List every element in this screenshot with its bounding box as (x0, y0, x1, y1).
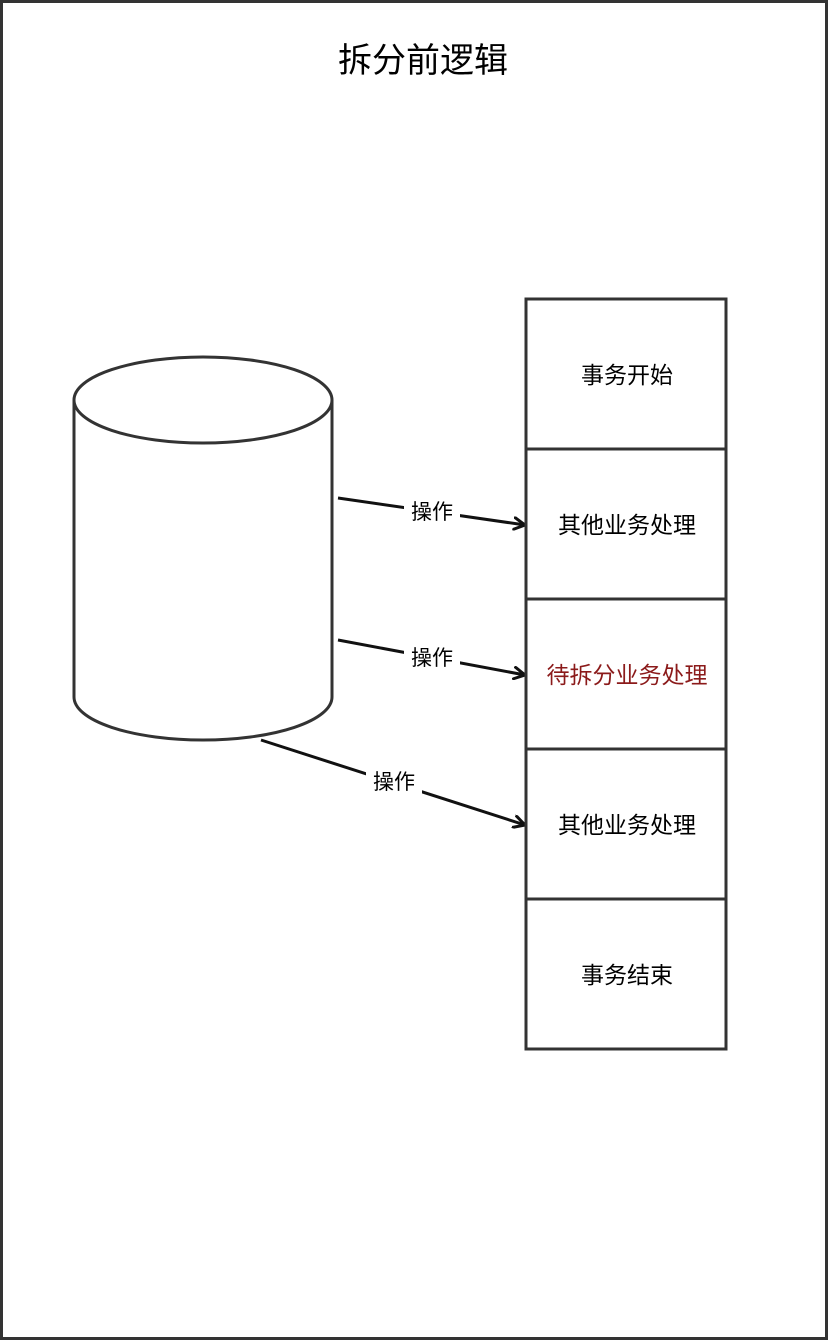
step-label: 事务结束 (581, 963, 673, 989)
arrow-label: 操作 (411, 646, 453, 670)
cylinder-body (72, 400, 334, 742)
transaction-steps: 事务开始 其他业务处理 待拆分业务处理 其他业务处理 事务结束 (524, 297, 728, 1051)
step-label: 事务开始 (581, 363, 673, 389)
arrow-label: 操作 (373, 770, 415, 794)
step-box-transaction-end: 事务结束 (524, 897, 728, 1051)
cylinder-top (72, 355, 334, 445)
step-box (524, 447, 728, 601)
arrow-2: 操作 (337, 638, 525, 675)
step-box (524, 897, 728, 1051)
arrow-label-bg (404, 497, 460, 525)
step-label: 其他业务处理 (558, 513, 696, 539)
step-label-highlighted: 待拆分业务处理 (547, 663, 708, 689)
arrow-label-bg (404, 643, 460, 671)
step-box-transaction-start: 事务开始 (524, 297, 728, 451)
step-box (524, 597, 728, 751)
step-box (524, 747, 728, 901)
arrow-3: 操作 (260, 738, 525, 825)
diagram-title: 拆分前逻辑 (338, 41, 508, 81)
step-box-other-business-1: 其他业务处理 (524, 447, 728, 601)
cylinder-database-icon (72, 355, 334, 742)
step-box-other-business-2: 其他业务处理 (524, 747, 728, 901)
arrow-label-bg (366, 767, 422, 795)
step-box-to-split-business: 待拆分业务处理 (524, 597, 728, 751)
step-box (524, 297, 728, 451)
step-label: 其他业务处理 (558, 813, 696, 839)
arrow-1: 操作 (337, 496, 525, 525)
arrow-label: 操作 (411, 500, 453, 524)
